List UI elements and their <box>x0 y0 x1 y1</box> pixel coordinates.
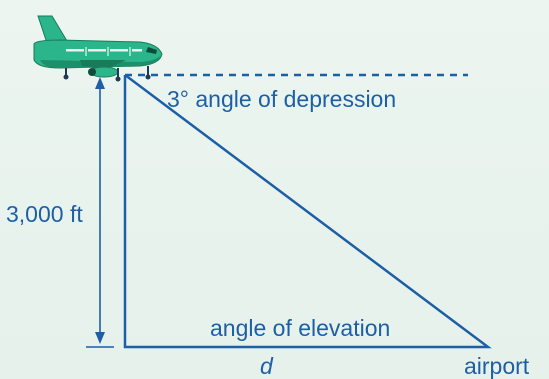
height-label: 3,000 ft <box>6 201 83 227</box>
angle-of-depression-label: 3° angle of depression <box>167 86 397 112</box>
airport-label: airport <box>464 353 530 379</box>
arrow-up-icon <box>95 77 105 89</box>
arrow-down-icon <box>95 332 105 344</box>
angle-of-elevation-label: angle of elevation <box>210 315 391 341</box>
airplane-icon <box>33 15 163 82</box>
distance-label: d <box>260 353 273 379</box>
right-triangle <box>123 73 492 349</box>
